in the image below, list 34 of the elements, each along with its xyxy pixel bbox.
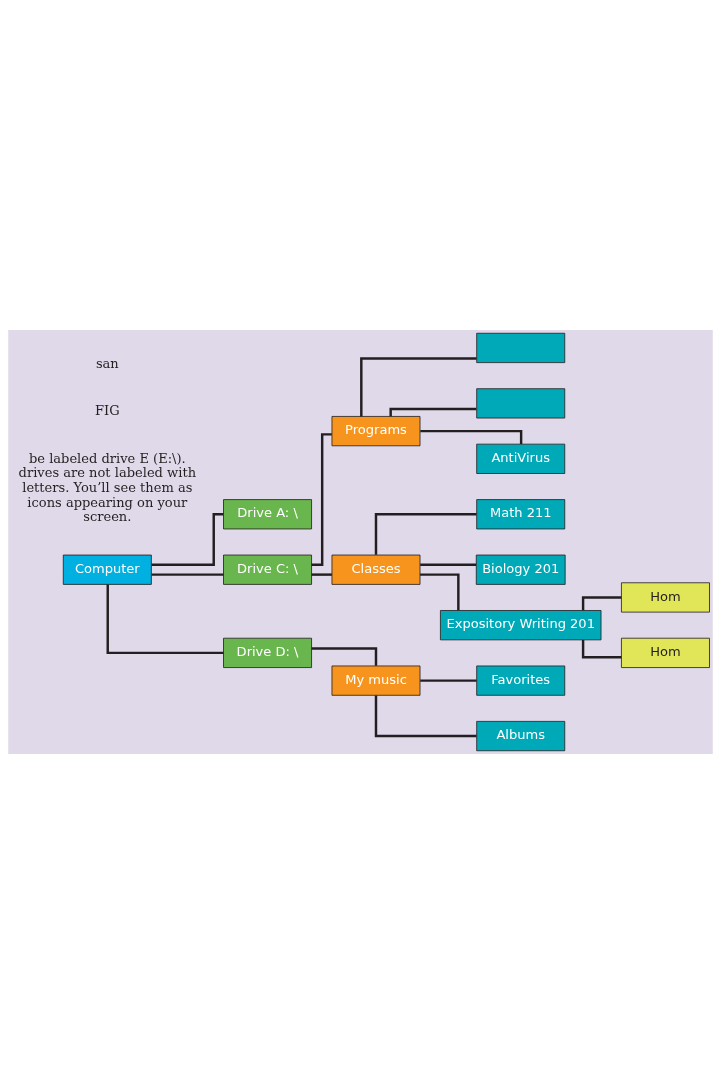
node-box: Drive D: \ [223,637,312,668]
connector [106,584,224,655]
connector [420,429,523,444]
node-box: My music [331,665,421,696]
label: be labeled drive E (E:\). drives are not labeled with letters. You’ll see them as icons appearing on your screen. [18,450,197,525]
node-box [476,332,566,364]
connector [374,695,477,738]
node-box: Hom [621,637,710,668]
connector [389,407,477,417]
node-box: Computer [62,554,152,585]
node-box: Drive A: \ [223,499,312,530]
node-box: Programs [331,416,421,447]
node-box: Classes [331,554,421,585]
connector [151,573,224,576]
connector [420,573,460,611]
node-box: Math 211 [476,499,566,530]
connector [360,357,477,417]
connector [311,573,332,576]
node-box: Drive C: \ [223,554,312,585]
connector [311,433,332,567]
label: FIG [95,403,120,419]
connector [374,513,477,555]
connector [420,563,477,567]
node-box: Favorites [476,665,566,696]
node-box: Albums [476,720,566,752]
node-box: Biology 201 [475,554,566,585]
node-box [476,388,566,419]
connector [581,596,622,611]
connector [420,679,477,682]
node-box: Hom [621,582,710,613]
node-box: Expository Writing 201 [440,610,602,641]
connector [151,513,224,567]
node-box: AntiVirus [476,443,566,474]
label: san [95,356,119,372]
